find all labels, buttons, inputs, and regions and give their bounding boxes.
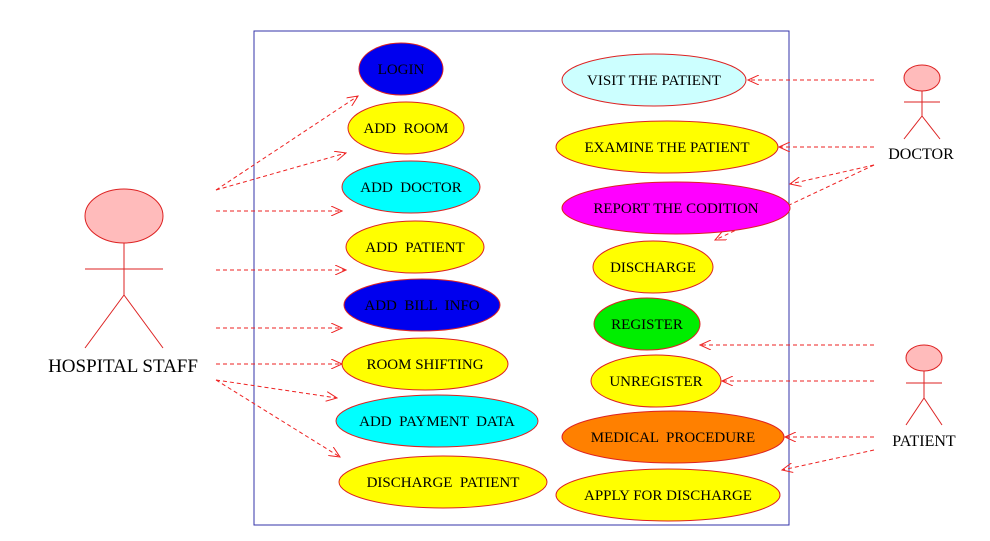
use-case-label: LOGIN [378, 62, 425, 78]
use-case-examine-the-patient[interactable]: EXAMINE THE PATIENT [555, 120, 779, 174]
use-case-label: DISCHARGE PATIENT [367, 475, 520, 491]
associations [215, 80, 875, 470]
use-case-shape [358, 42, 444, 96]
arrow-doctor-discharge [715, 164, 875, 240]
use-case-report-the-condition[interactable]: REPORT THE CODITION [561, 181, 791, 235]
actor-patient[interactable] [905, 344, 943, 426]
use-case-register[interactable]: REGISTER [593, 297, 701, 351]
system-boundary [253, 30, 790, 526]
use-case-label: ADD ROOM [363, 121, 448, 137]
use-case-shape [561, 181, 791, 235]
use-case-label: UNREGISTER [609, 374, 702, 390]
use-case-add-doctor[interactable]: ADD DOCTOR [341, 160, 481, 214]
actor-leg-right [921, 115, 941, 140]
actor-hospital-staff[interactable] [84, 188, 164, 349]
use-case-shape [335, 394, 539, 448]
use-case-shape [561, 410, 785, 464]
use-case-shape [561, 53, 747, 107]
use-case-label: ADD BILL INFO [364, 298, 479, 314]
actor-doctor[interactable] [903, 64, 941, 140]
use-case-add-patient[interactable]: ADD PATIENT [345, 220, 485, 274]
use-case-label: REPORT THE CODITION [593, 201, 758, 217]
arrow-staff-add-payment [215, 379, 337, 398]
use-case-label: ADD DOCTOR [360, 180, 461, 196]
use-case-shape [592, 240, 714, 294]
use-case-apply-for-discharge[interactable]: APPLY FOR DISCHARGE [555, 468, 781, 522]
actor-leg-right [123, 294, 164, 349]
use-case-label: MEDICAL PROCEDURE [591, 430, 755, 446]
use-case-shape [555, 468, 781, 522]
actor-leg-right [923, 397, 943, 426]
arrow-staff-add-room [215, 153, 346, 191]
use-case-visit-the-patient[interactable]: VISIT THE PATIENT [561, 53, 747, 107]
use-case-shape [593, 297, 701, 351]
actor-label-patient: PATIENT [892, 433, 956, 450]
arrow-patient-apply-discharge [782, 449, 875, 470]
arrow-doctor-report [790, 164, 875, 184]
use-case-add-bill-info[interactable]: ADD BILL INFO [343, 278, 501, 332]
actor-label-hospital-staff: HOSPITAL STAFF [48, 356, 198, 377]
use-case-label: ADD PATIENT [365, 240, 464, 256]
use-case-label: REGISTER [611, 317, 683, 333]
use-case-add-payment-data[interactable]: ADD PAYMENT DATA [335, 394, 539, 448]
actor-leg-left [84, 294, 125, 349]
use-case-label: VISIT THE PATIENT [587, 73, 721, 89]
use-case-discharge[interactable]: DISCHARGE [592, 240, 714, 294]
use-case-shape [341, 160, 481, 214]
arrow-staff-login [215, 96, 358, 191]
use-case-discharge-patient[interactable]: DISCHARGE PATIENT [338, 455, 548, 509]
use-case-shape [590, 354, 722, 408]
use-case-room-shifting[interactable]: ROOM SHIFTING [341, 337, 509, 391]
use-case-add-room[interactable]: ADD ROOM [347, 101, 465, 155]
use-case-shape [345, 220, 485, 274]
arrow-staff-discharge-patient [215, 379, 340, 457]
use-case-login[interactable]: LOGIN [358, 42, 444, 96]
use-case-unregister[interactable]: UNREGISTER [590, 354, 722, 408]
use-case-label: ADD PAYMENT DATA [359, 414, 515, 430]
actor-head [84, 188, 164, 244]
use-case-label: DISCHARGE [610, 260, 696, 276]
use-case-label: ROOM SHIFTING [366, 357, 483, 373]
use-case-medical-procedure[interactable]: MEDICAL PROCEDURE [561, 410, 785, 464]
actor-head [903, 64, 941, 92]
use-case-shape [347, 101, 465, 155]
use-case-shape [555, 120, 779, 174]
use-case-label: APPLY FOR DISCHARGE [584, 488, 752, 504]
use-case-shape [341, 337, 509, 391]
actor-label-doctor: DOCTOR [888, 146, 954, 163]
use-case-label: EXAMINE THE PATIENT [585, 140, 750, 156]
use-case-shape [343, 278, 501, 332]
actor-leg-left [905, 397, 925, 426]
actor-leg-left [903, 115, 923, 140]
actor-head [905, 344, 943, 372]
use-case-shape [338, 455, 548, 509]
